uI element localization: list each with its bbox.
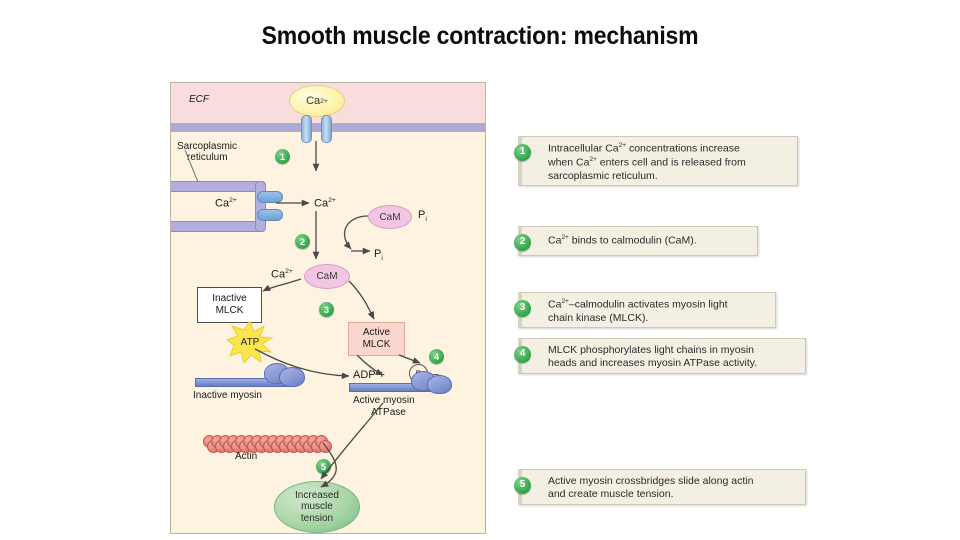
sr-tube-upper (171, 181, 265, 192)
diagram-step-badge-5: 5 (316, 459, 331, 474)
caption-3-line1: Ca2+–calmodulin activates myosin light (548, 298, 767, 312)
caption-3-line1-sup: 2+ (561, 298, 569, 305)
calcium-cytosol-label: Ca2+ (314, 197, 336, 210)
caption-step-badge-1: 1 (514, 144, 531, 161)
atp-burst-icon: ATP (227, 321, 273, 363)
ca-cam-text: CaM (316, 271, 338, 282)
cytoplasm-area (171, 132, 485, 533)
calcium-cytosol-charge: 2+ (328, 197, 336, 204)
caption-box-2: 2 Ca2+ binds to calmodulin (CaM). (514, 226, 758, 256)
caption-2-line1: Ca2+ binds to calmodulin (CaM). (548, 234, 697, 248)
caption-3-line1-a: Ca (548, 298, 562, 311)
caption-step-badge-4: 4 (514, 346, 531, 363)
caption-1-line2: when Ca2+ enters cell and is released fr… (548, 156, 789, 170)
caption-3-line2: chain kinase (MLCK). (548, 311, 649, 324)
phosphate-bound-sub: i (425, 216, 427, 224)
caption-box-3: 3 Ca2+–calmodulin activates myosin light… (514, 292, 776, 328)
phosphate-released-sub: i (381, 255, 383, 263)
page-title: Smooth muscle contraction: mechanism (261, 22, 699, 50)
calmodulin-phosphorylated-bubble: CaM (368, 205, 412, 229)
calcium-sr-charge: 2+ (229, 197, 237, 204)
inactive-myosin-head-2 (279, 367, 305, 387)
caption-5-line2: and create muscle tension. (548, 488, 674, 501)
diagram-step-badge-4: 4 (429, 349, 444, 364)
caption-1-line2-b: enters cell and is released from (596, 156, 746, 169)
phosphate-bound-text: P (418, 209, 426, 221)
inactive-mlck-line1: Inactive (212, 293, 247, 304)
caption-step-badge-3: 3 (514, 300, 531, 317)
tension-line1: Increased (295, 489, 339, 501)
active-myosin-label-line2: ATPase (371, 407, 406, 418)
actin-monomer (319, 440, 332, 453)
inactive-mlck-line2: MLCK (215, 305, 244, 316)
caption-2-line1-b: binds to calmodulin (CaM). (568, 234, 697, 247)
inactive-mlck-box: Inactive MLCK (197, 287, 262, 323)
calcium-calmodulin-bubble: CaM (304, 264, 350, 289)
increased-muscle-tension-bubble: Increased muscle tension (274, 481, 360, 533)
diagram-step-badge-3: 3 (319, 302, 334, 317)
calcium-sr-label: Ca2+ (215, 197, 237, 210)
calmodulin-phospho-text: CaM (379, 211, 401, 223)
caption-step-badge-5: 5 (514, 477, 531, 494)
actin-filament (203, 435, 332, 453)
caption-1-line1: Intracellular Ca2+ concentrations increa… (548, 142, 789, 156)
caption-5-line1: Active myosin crossbridges slide along a… (548, 475, 754, 487)
calcium-extracellular-charge: 2+ (320, 97, 328, 105)
phosphate-released-label: Pi (374, 248, 383, 263)
caption-box-5: 5 Active myosin crossbridges slide along… (514, 469, 806, 505)
ca-cam-prefix-text: Ca (271, 268, 286, 281)
active-myosin-label-line1: Active myosin (353, 395, 415, 406)
caption-step-badge-2: 2 (514, 234, 531, 251)
atp-text: ATP (240, 336, 260, 348)
calcium-sr-text: Ca (215, 197, 230, 210)
phosphate-released-text: P (374, 248, 382, 260)
calcium-cytosol-text: Ca (314, 197, 329, 210)
active-mlck-box: Active MLCK (348, 322, 405, 356)
caption-box-4: 4 MLCK phosphorylates light chains in my… (514, 338, 806, 374)
caption-4-line1: MLCK phosphorylates light chains in myos… (548, 344, 755, 356)
sarcoplasmic-reticulum-label: Sarcoplasmic reticulum (177, 141, 237, 163)
sr-tube-bend (255, 181, 266, 232)
sr-label-line1: Sarcoplasmic (177, 141, 238, 152)
caption-1-line3: sarcoplasmic reticulum. (548, 169, 658, 182)
sr-label-line2: reticulum (187, 152, 228, 164)
sr-release-channel-lower (257, 209, 283, 221)
ca-cam-prefix-charge: 2+ (285, 268, 293, 275)
caption-box-1: 1 Intracellular Ca2+ concentrations incr… (514, 136, 798, 186)
active-myosin-head-2 (427, 375, 452, 394)
caption-4-line2: heads and increases myosin ATPase activi… (548, 357, 758, 370)
caption-1-line2-sup: 2+ (589, 155, 597, 163)
calcium-channel-icon-left (301, 115, 312, 143)
ecf-label: ECF (189, 94, 209, 105)
calcium-channel-icon-right (321, 115, 332, 143)
calcium-extracellular-text: Ca (306, 95, 321, 107)
sr-tube-lower (171, 221, 265, 232)
caption-3-line1-b: –calmodulin activates myosin light (568, 298, 728, 311)
tension-line3: tension (300, 512, 334, 524)
active-mlck-line1: Active (362, 327, 391, 338)
caption-2-line1-a: Ca (548, 234, 562, 247)
calcium-calmodulin-prefix: Ca2+ (271, 268, 293, 281)
caption-1-line1-a: Intracellular Ca (548, 142, 619, 155)
tension-line2: muscle (301, 501, 333, 513)
caption-1-line1-sup: 2+ (618, 142, 627, 149)
active-mlck-line2: MLCK (362, 339, 391, 350)
phosphate-bound-label: Pi (418, 209, 427, 224)
sr-release-channel-upper (257, 191, 283, 203)
caption-2-line1-sup: 2+ (561, 234, 569, 242)
caption-1-line1-b: concentrations increase (626, 142, 740, 155)
adp-label: ADP + (353, 369, 385, 381)
inactive-myosin-label: Inactive myosin (193, 390, 262, 401)
diagram-step-badge-1: 1 (275, 149, 290, 164)
caption-1-line2-a: when Ca (548, 156, 590, 169)
actin-label: Actin (235, 451, 258, 462)
diagram-step-badge-2: 2 (295, 234, 310, 249)
